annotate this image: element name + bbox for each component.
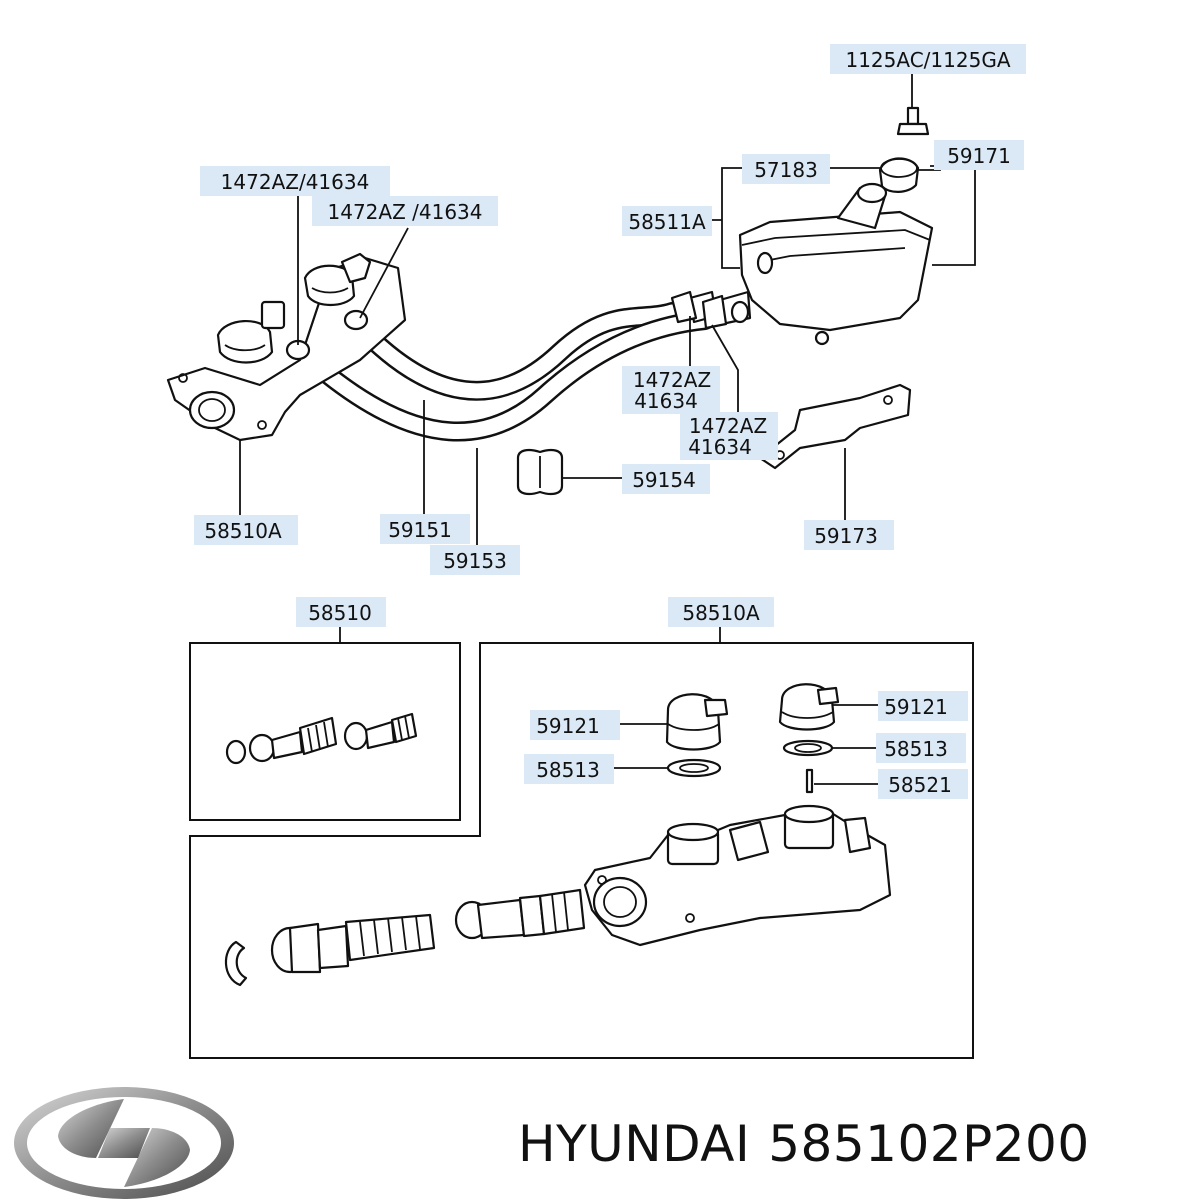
grommet-left xyxy=(665,693,729,751)
repair-kit-box xyxy=(189,642,461,821)
callout-assembly-box: 58510A xyxy=(668,597,774,627)
brand-name: HYUNDAI xyxy=(518,1115,751,1173)
svg-text:59121: 59121 xyxy=(536,714,600,738)
repair-kit-parts xyxy=(225,712,418,765)
assembly-box xyxy=(189,642,974,1059)
callout-cap: 59171 xyxy=(934,140,1024,170)
pin xyxy=(805,768,814,794)
svg-text:59173: 59173 xyxy=(814,524,878,548)
svg-text:1125AC/1125GA: 1125AC/1125GA xyxy=(845,48,1010,72)
svg-text:58521: 58521 xyxy=(888,773,952,797)
callout-bracket: 59173 xyxy=(804,520,894,550)
callout-clamp-left-b: 1472AZ /41634 xyxy=(312,196,498,226)
piston-assembly xyxy=(224,888,586,987)
svg-text:57183: 57183 xyxy=(754,158,818,182)
reservoir-cap xyxy=(878,157,920,193)
hose-upper xyxy=(365,302,682,401)
svg-text:59171: 59171 xyxy=(947,144,1011,168)
hyundai-logo-icon xyxy=(14,1087,234,1199)
callout-hose-upper: 59151 xyxy=(380,514,470,544)
callout-grommet-left: 59121 xyxy=(530,710,620,740)
hose-clamps-right xyxy=(670,290,728,330)
callout-kit-box: 58510 xyxy=(296,597,386,627)
svg-text:1472AZ: 1472AZ xyxy=(689,414,767,438)
leader-lines-upper xyxy=(239,72,976,545)
svg-text:58513: 58513 xyxy=(884,737,948,761)
svg-text:41634: 41634 xyxy=(688,435,752,459)
callout-clamp-right-b: 1472AZ 41634 xyxy=(680,412,778,460)
callout-filter: 57183 xyxy=(742,154,830,184)
svg-text:1472AZ/41634: 1472AZ/41634 xyxy=(221,170,370,194)
svg-text:1472AZ: 1472AZ xyxy=(633,368,711,392)
svg-text:58513: 58513 xyxy=(536,758,600,782)
master-cylinder-upper xyxy=(166,252,407,442)
svg-text:58511A: 58511A xyxy=(628,210,706,234)
callout-cylinder-body: 58510A xyxy=(194,515,298,545)
svg-text:59154: 59154 xyxy=(632,468,696,492)
svg-text:59121: 59121 xyxy=(884,695,948,719)
svg-text:59151: 59151 xyxy=(388,518,452,542)
callout-seal-left: 58513 xyxy=(524,754,614,784)
reservoir xyxy=(688,182,934,346)
part-caption: HYUNDAI 585102P200 xyxy=(518,1108,1190,1180)
svg-text:59153: 59153 xyxy=(443,549,507,573)
callout-grommet-right: 59121 xyxy=(878,691,968,721)
callout-hose-clip: 59154 xyxy=(622,464,710,494)
seal-right xyxy=(782,739,834,757)
svg-text:58510: 58510 xyxy=(308,601,372,625)
svg-text:58510A: 58510A xyxy=(682,601,760,625)
callout-bolt: 1125AC/1125GA xyxy=(830,44,1026,74)
svg-text:1472AZ /41634: 1472AZ /41634 xyxy=(328,200,483,224)
callout-clamp-left-a: 1472AZ/41634 xyxy=(200,166,390,196)
master-cylinder-lower xyxy=(583,804,892,947)
part-number: 585102P200 xyxy=(768,1115,1090,1173)
callout-reservoir: 58511A xyxy=(622,206,712,236)
svg-text:58510A: 58510A xyxy=(204,519,282,543)
bolt xyxy=(896,106,930,136)
callout-seal-right: 58513 xyxy=(876,733,966,763)
hose-lower xyxy=(312,310,715,442)
seal-left xyxy=(666,758,722,778)
grommet-right xyxy=(778,683,840,731)
callout-clamp-right-a: 1472AZ 41634 xyxy=(622,366,720,414)
hose-clip xyxy=(516,448,564,496)
bracket xyxy=(758,383,912,470)
callout-hose-lower: 59153 xyxy=(430,545,520,575)
callout-pin: 58521 xyxy=(878,769,968,799)
svg-text:41634: 41634 xyxy=(634,389,698,413)
